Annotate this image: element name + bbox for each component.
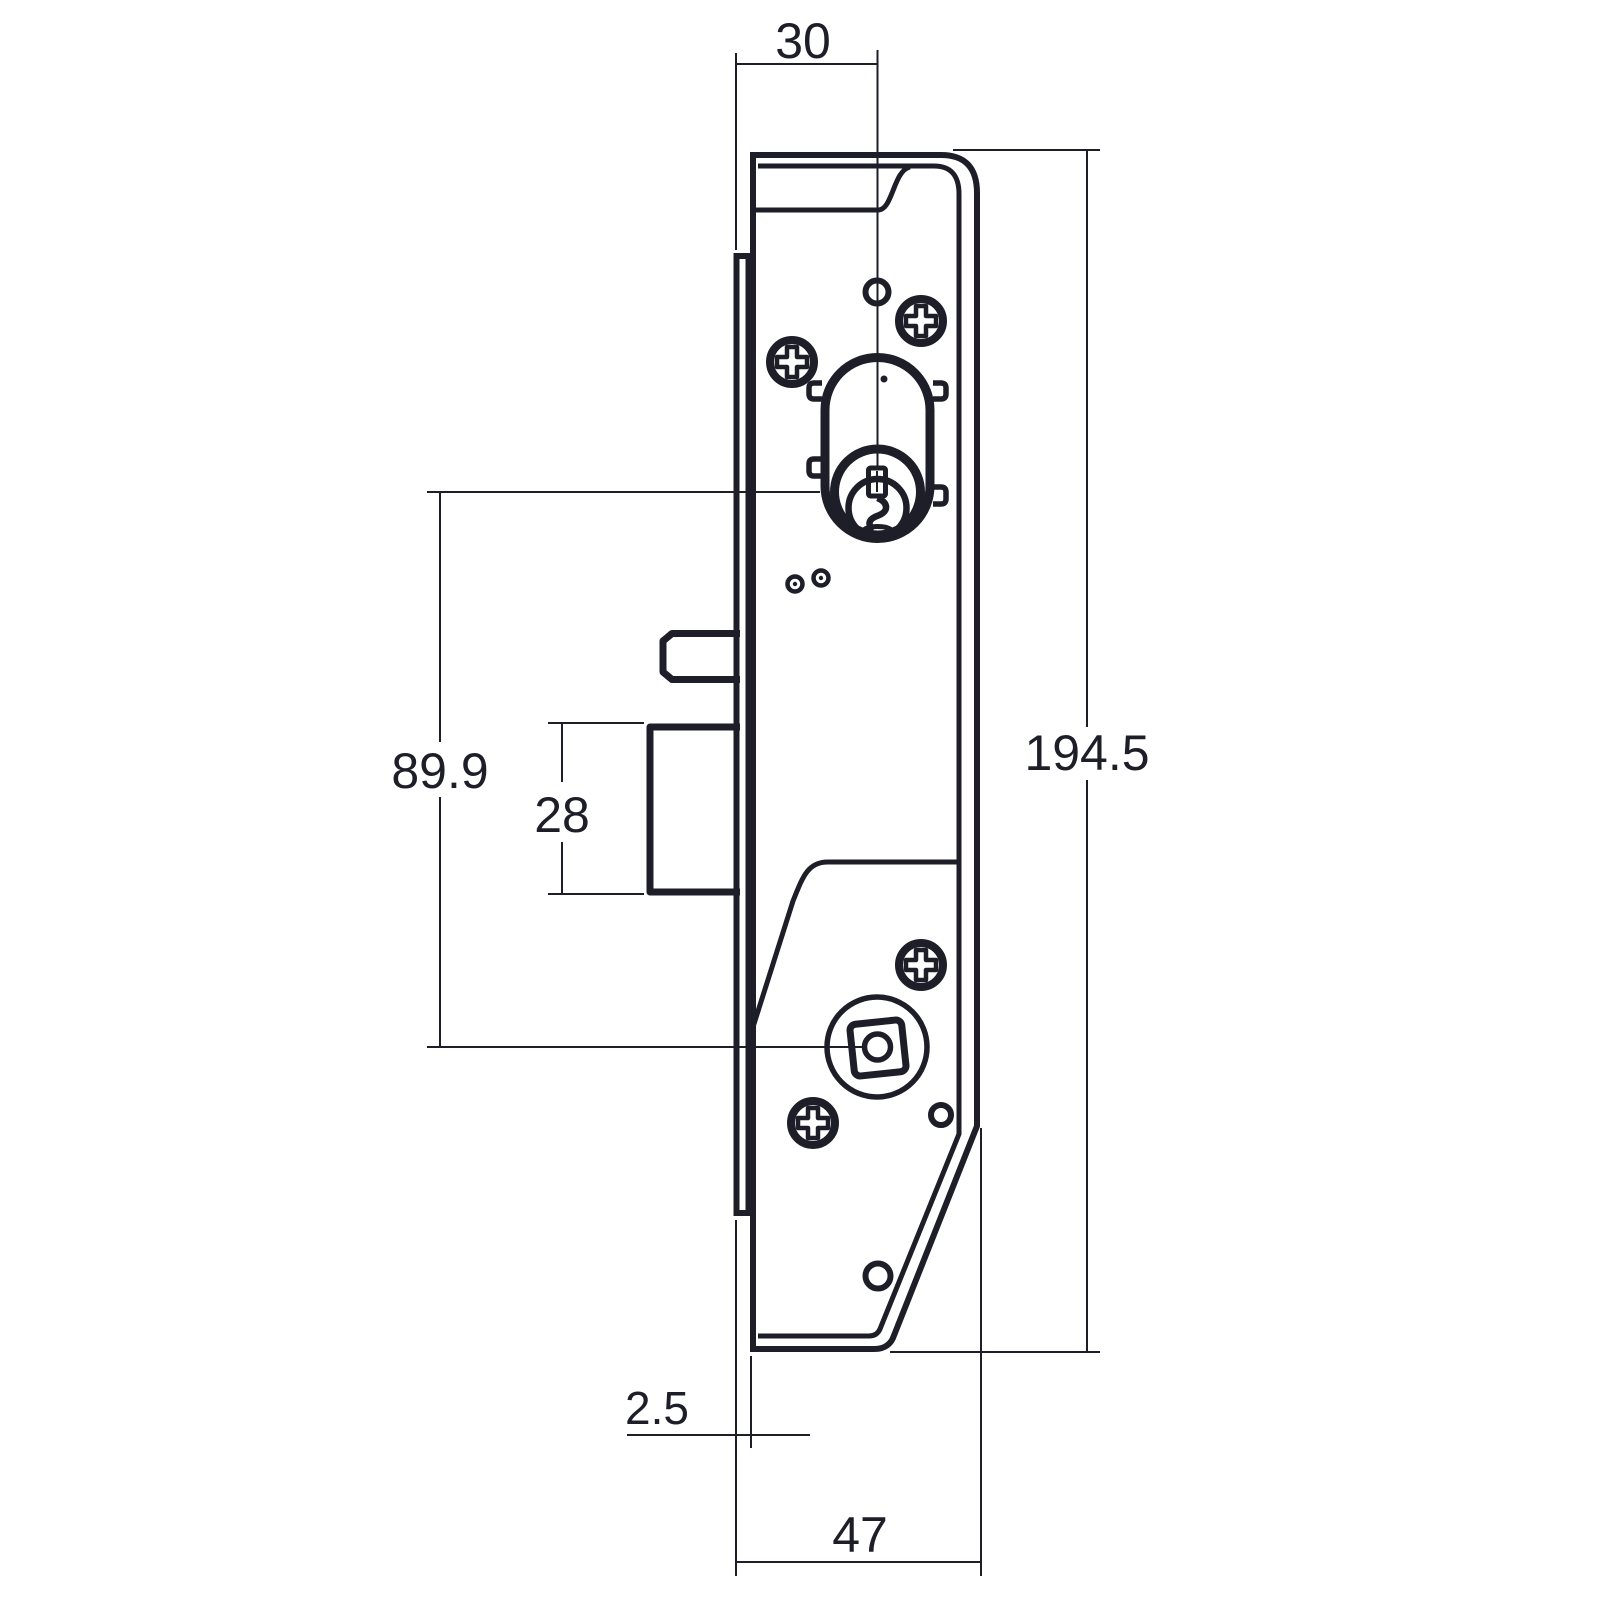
cover-plate-top-edge	[756, 164, 912, 213]
rivet-right	[811, 568, 831, 588]
phillips-cross-icon	[903, 303, 939, 339]
hole-bottom	[862, 1260, 894, 1292]
cover-plate-bottom-edge	[750, 859, 957, 1028]
cylinder-lug-upper-left	[806, 380, 822, 402]
rivet-left-pin	[792, 581, 798, 587]
faceplate-strip	[733, 253, 752, 1216]
label-case-depth: 47	[832, 1507, 888, 1563]
hole-mid-right	[928, 1102, 954, 1128]
key-base	[861, 524, 894, 538]
phillips-cross-icon	[795, 1105, 831, 1141]
case-inner-contour	[758, 163, 962, 1339]
phillips-screw-bottom-right	[895, 939, 947, 991]
spindle-square-follower	[846, 1016, 910, 1080]
phillips-screw-bottom-left	[787, 1097, 839, 1149]
main-bolt	[646, 723, 740, 896]
screw-head	[787, 1097, 839, 1149]
phillips-screw-top-right	[895, 295, 947, 347]
deadlatch-snib	[659, 630, 740, 683]
screw-head	[766, 336, 818, 388]
faceplate	[733, 253, 752, 1216]
dimension-labels: 30 194.5 89.9 28 2.5 47	[391, 13, 1149, 1563]
center-mark-dot	[880, 375, 888, 383]
label-backset: 30	[775, 13, 831, 69]
label-case-height: 194.5	[1024, 725, 1149, 781]
screw-head	[895, 939, 947, 991]
label-bolt-height: 28	[534, 787, 590, 843]
dimension-lines	[427, 50, 1100, 1576]
cylinder-lug-mid-right	[933, 484, 949, 507]
label-cylinder-to-spindle: 89.9	[391, 743, 488, 799]
cylinder-lug-upper-right	[933, 380, 949, 402]
phillips-cross-icon	[903, 947, 939, 983]
key-stem	[866, 465, 888, 499]
label-faceplate-thickness: 2.5	[625, 1382, 689, 1434]
rivet-right-pin	[818, 575, 824, 581]
hub-center-hole	[861, 1031, 894, 1063]
screw-head	[895, 295, 947, 347]
bolts	[646, 630, 740, 896]
case-outer-contour	[750, 152, 980, 1352]
cylinder-lug-mid-left	[806, 456, 822, 479]
phillips-cross-icon	[774, 344, 810, 380]
phillips-screw-top-left	[766, 336, 818, 388]
rivet-left	[785, 574, 805, 594]
